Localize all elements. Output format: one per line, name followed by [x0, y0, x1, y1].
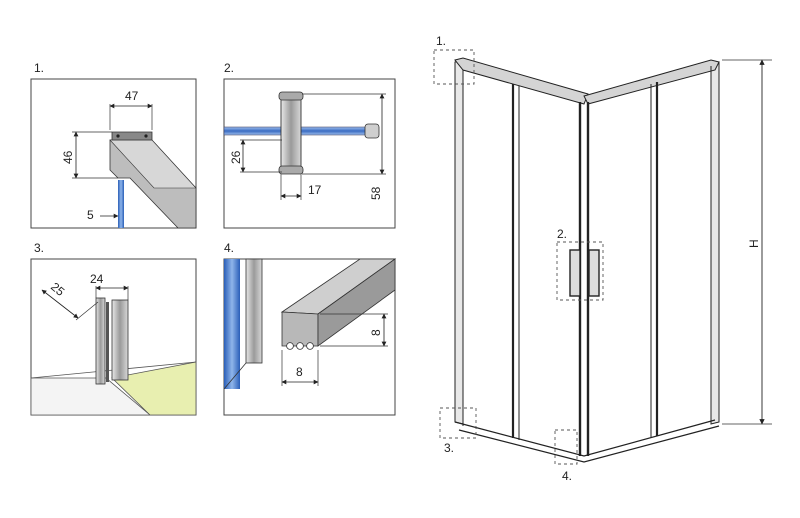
detail-2-dim-depth: 26 [229, 150, 243, 164]
detail-1-glass [118, 180, 124, 228]
detail-3-profile-inner [111, 299, 129, 381]
height-dimension: H [722, 59, 772, 425]
enclosure-overview [454, 57, 720, 463]
callout-box-3 [439, 407, 477, 439]
right-wall-profile [710, 61, 720, 425]
callout-box-4 [554, 429, 578, 465]
handle-right [588, 249, 600, 297]
callout-box-2 [556, 241, 604, 301]
callout-4-label: 4. [562, 469, 572, 483]
detail-1-dim-height: 46 [61, 150, 75, 164]
callout-1-label: 1. [436, 34, 446, 48]
detail-4-glass [224, 259, 240, 389]
detail-1-dim-gap: 5 [87, 208, 94, 222]
top-rail-left [454, 57, 589, 105]
detail-1-label: 1. [34, 61, 44, 75]
detail-2-dim-width: 17 [308, 183, 322, 197]
detail-2-label: 2. [224, 61, 234, 75]
detail-4: 4. 8 8 [223, 241, 397, 416]
detail-3-dim-width: 24 [90, 272, 104, 286]
detail-4-dim-width: 8 [296, 365, 303, 379]
detail-1-dim-width: 47 [125, 89, 139, 103]
detail-2-dim-height: 58 [369, 186, 383, 200]
callout-box-1 [433, 49, 475, 85]
detail-2-handle [280, 93, 302, 173]
handle-left [569, 249, 581, 297]
detail-4-rail [245, 258, 263, 364]
detail-3-profile-outer [95, 297, 106, 385]
callout-2-label: 2. [557, 227, 567, 241]
detail-3-label: 3. [34, 241, 44, 255]
detail-3: 3. 24 25 [30, 241, 197, 416]
callout-3-label: 3. [444, 441, 454, 455]
left-wall-profile [454, 59, 464, 425]
detail-2: 2. 26 17 58 [223, 61, 396, 229]
detail-2-frame [223, 78, 396, 229]
detail-4-label: 4. [224, 241, 234, 255]
detail-4-seal-front [281, 311, 319, 347]
detail-1: 1. 47 46 5 [30, 61, 197, 229]
detail-4-dim-height: 8 [369, 329, 383, 336]
detail-2-end-cap [364, 123, 380, 139]
overview-callouts: 1. 2. 3. 4. [433, 34, 604, 483]
detail-3-floor [111, 361, 197, 416]
detail-1-top-plate [111, 131, 153, 141]
height-label: H [747, 239, 761, 248]
